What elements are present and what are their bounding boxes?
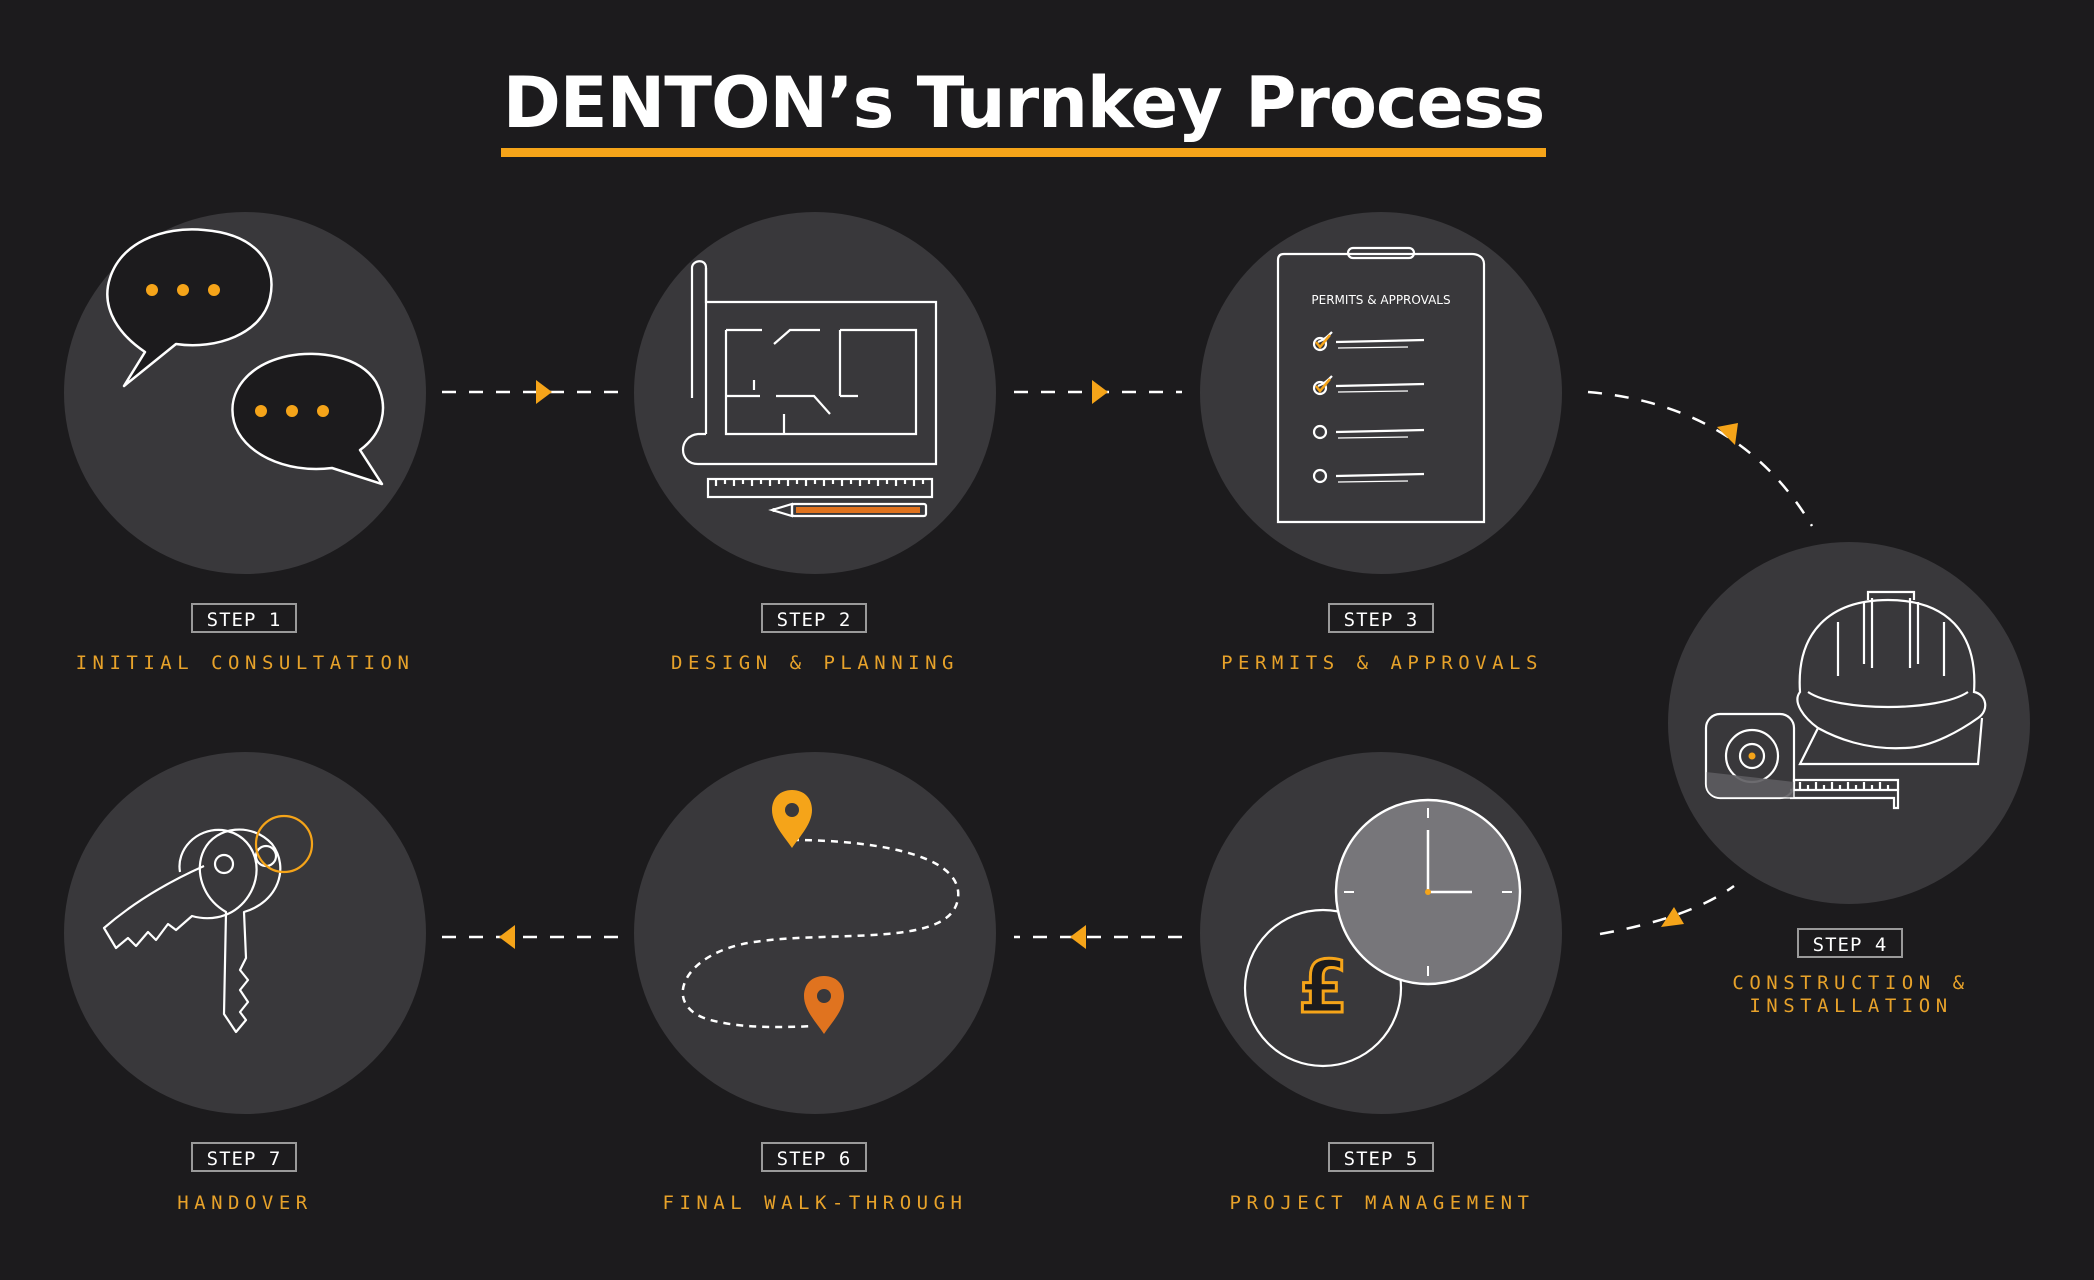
pound-symbol: £ xyxy=(1298,945,1348,1029)
step-3-badge: STEP 3 xyxy=(1328,603,1434,633)
step-2-circle xyxy=(634,212,996,574)
arrow-4-5 xyxy=(1661,907,1684,927)
step-5-label: PROJECT MANAGEMENT xyxy=(1229,1192,1535,1214)
step-1-circle xyxy=(64,212,426,574)
step-1-badge: STEP 1 xyxy=(191,603,297,633)
step-5-badge: STEP 5 xyxy=(1328,1142,1434,1172)
step-7-label: HANDOVER xyxy=(177,1192,313,1214)
step-3-circle: PERMITS & APPROVALS xyxy=(1200,212,1562,574)
step-3-label: PERMITS & APPROVALS xyxy=(1221,652,1543,674)
arrow-3-4 xyxy=(1717,423,1738,445)
step-4-circle xyxy=(1668,542,2030,904)
step-5-circle: £ xyxy=(1200,752,1562,1114)
page-title-wrap: DENTON’s Turnkey Process xyxy=(0,58,2047,157)
route-map-pins-icon xyxy=(681,790,960,1034)
arrow-2-3 xyxy=(1092,380,1108,404)
step-6-circle xyxy=(634,752,996,1114)
step-4-badge: STEP 4 xyxy=(1797,928,1903,958)
step-6-label: FINAL WALK-THROUGH xyxy=(662,1192,968,1214)
clipboard-title: PERMITS & APPROVALS xyxy=(1311,293,1450,307)
step-4-label: CONSTRUCTION & INSTALLATION xyxy=(1732,972,1970,1017)
arrow-6-7 xyxy=(499,925,515,949)
arrow-5-6 xyxy=(1070,925,1086,949)
blueprint-icon xyxy=(682,260,938,518)
keys-icon xyxy=(102,814,314,1034)
step-2-label: DESIGN & PLANNING xyxy=(671,652,959,674)
connector-3-4 xyxy=(1587,390,1814,527)
clipboard-checklist-icon: PERMITS & APPROVALS xyxy=(1276,246,1486,524)
arrow-1-2 xyxy=(536,380,552,404)
page-title: DENTON’s Turnkey Process xyxy=(500,58,1547,157)
hard-hat-tape-measure-icon xyxy=(1704,590,1987,810)
step-7-circle xyxy=(64,752,426,1114)
step-6-badge: STEP 6 xyxy=(761,1142,867,1172)
step-1-label: INITIAL CONSULTATION xyxy=(75,652,415,674)
clock-pound-coin-icon: £ xyxy=(1243,798,1522,1068)
connector-4-5 xyxy=(1599,884,1735,936)
speech-bubbles-icon xyxy=(106,228,385,486)
step-2-badge: STEP 2 xyxy=(761,603,867,633)
step-7-badge: STEP 7 xyxy=(191,1142,297,1172)
